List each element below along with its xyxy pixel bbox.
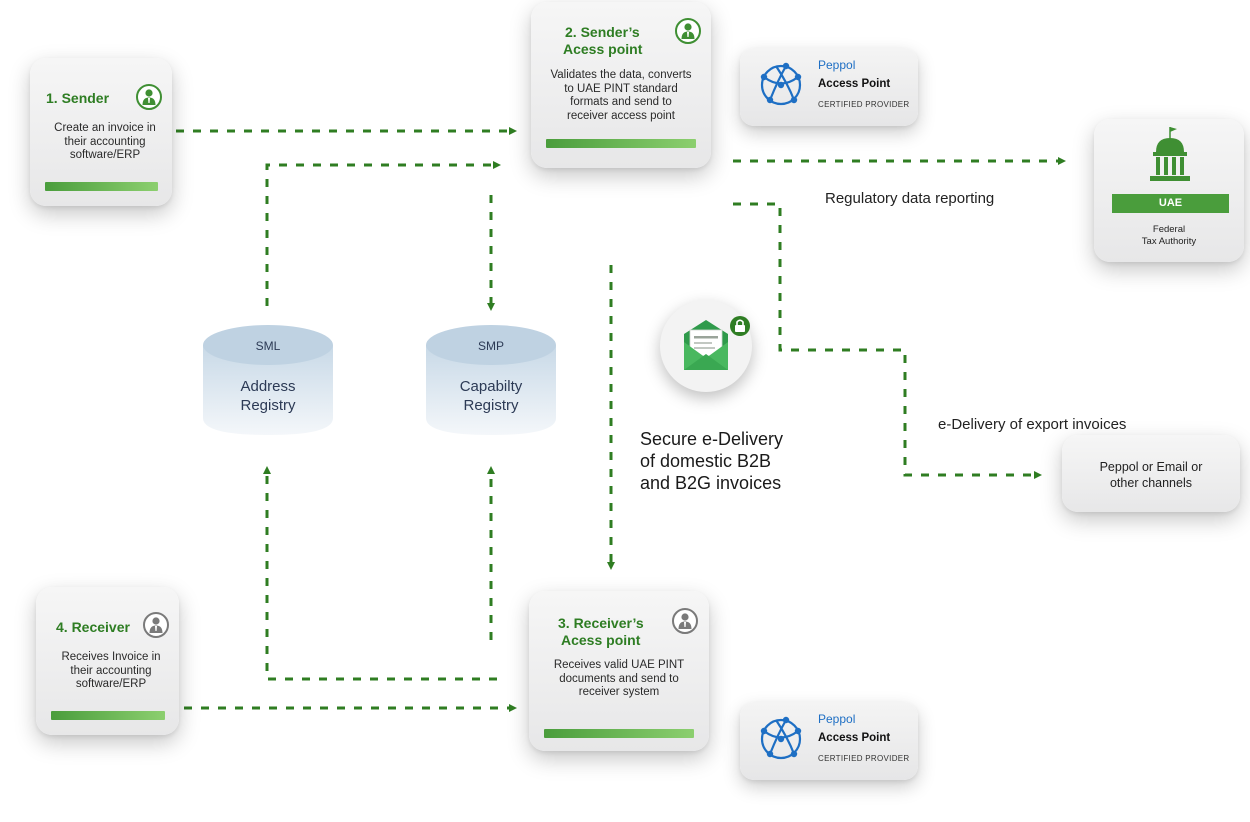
peppol-access-point-label: Access Point [818,78,891,90]
peppol-name: Peppol [818,712,856,726]
database-cylinder-icon [426,325,556,435]
sml-to-sender-ap-arrow [265,161,501,306]
receiver-progress-bar [51,711,165,720]
receiver-title: 4. Receiver [56,619,130,635]
peppol-logo-icon [760,62,802,106]
receiver-access-point-card: 3. Receiver’s Acess point Receives valid… [529,591,709,751]
peppol-access-point-label: Access Point [818,732,891,744]
export-delivery-label: e-Delivery of export invoices [938,416,1127,433]
peppol-access-point-badge-top: Peppol Access Point CERTIFIED PROVIDER [740,48,918,126]
peppol-certified-label: CERTIFIED PROVIDER [818,100,910,109]
smp-label: SMP [477,339,504,353]
uae-badge: UAE [1112,194,1229,213]
person-icon [136,84,162,110]
peppol-logo-icon [760,716,802,760]
sender-progress-bar [45,182,158,191]
sender-access-point-progress-bar [546,139,696,148]
export-delivery-arrow [733,202,1042,479]
peppol-name: Peppol [818,58,856,72]
peppol-access-point-badge-bottom: Peppol Access Point CERTIFIED PROVIDER [740,702,918,780]
receiver-ap-to-sml-arrow [263,466,497,681]
peppol-certified-label: CERTIFIED PROVIDER [818,754,910,763]
person-icon [143,612,169,638]
sender-access-point-title: 2. Sender’s Acess point [563,24,643,57]
regulatory-data-reporting-label: Regulatory data reporting [825,190,995,207]
sml-label: SML [255,339,281,353]
receiver-access-point-progress-bar [544,729,694,738]
sender-title: 1. Sender [46,90,110,106]
person-icon [672,608,698,634]
sender-access-point-card: 2. Sender’s Acess point Validates the da… [531,2,711,168]
e-invoice-envelope-lock-icon [660,300,752,392]
person-icon [675,18,701,44]
database-cylinder-icon [203,325,333,435]
government-building-icon [1150,127,1190,181]
receiver-access-point-title: 3. Receiver’s Acess point [558,615,644,648]
